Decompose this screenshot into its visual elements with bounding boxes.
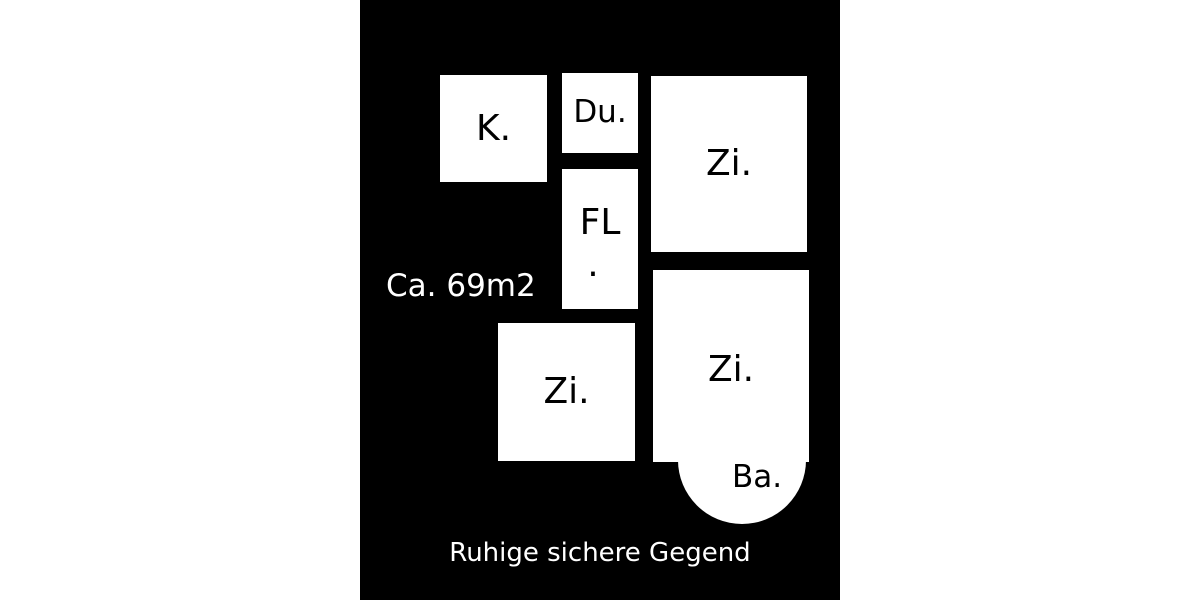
room-bottom-left-label: Zi. <box>543 371 590 412</box>
room-top-right-label: Zi. <box>705 143 753 184</box>
room-hall-label-dot: . <box>587 244 599 285</box>
room-kitchen-label: K. <box>475 107 512 149</box>
room-bottom-left: Zi. <box>498 323 635 461</box>
room-shower: Du. <box>562 73 638 153</box>
room-top-right: Zi. <box>651 76 807 252</box>
floorplan-panel: K. Du. FL . Zi. Zi. Zi. Ba. Ca. 69m2 Ruh… <box>360 0 840 600</box>
room-bath: Ba. <box>678 440 806 524</box>
room-bath-label: Ba. <box>731 459 783 495</box>
room-shower-label: Du. <box>573 94 627 130</box>
room-bottom-right: Zi. <box>653 270 809 462</box>
footer-caption: Ruhige sichere Gegend <box>449 538 751 568</box>
room-bottom-right-label: Zi. <box>707 349 755 390</box>
room-hall-label: FL <box>579 202 621 243</box>
area-label: Ca. 69m2 <box>386 268 536 304</box>
room-hall: FL . <box>562 169 638 309</box>
room-kitchen: K. <box>440 75 547 182</box>
